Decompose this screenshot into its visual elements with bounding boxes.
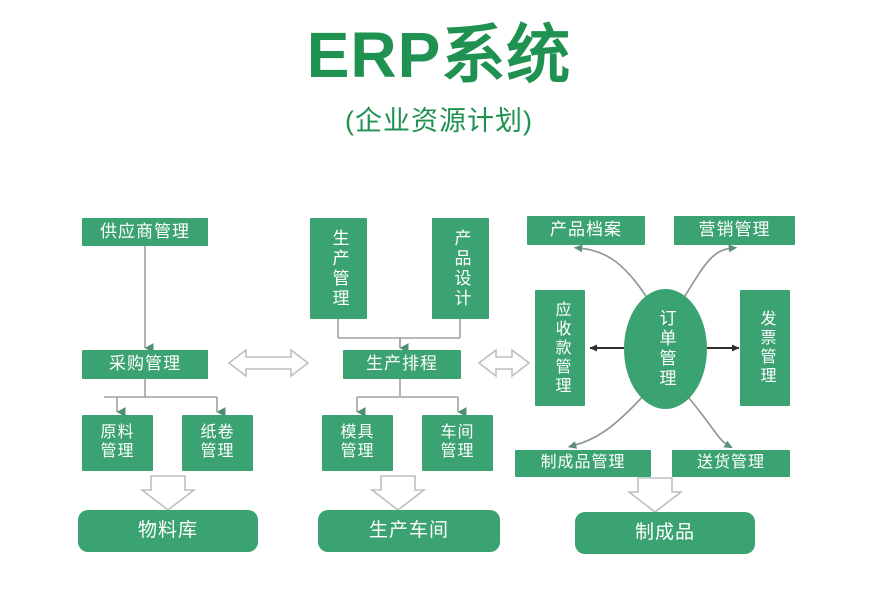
edge-schedule-split <box>357 379 458 398</box>
edge-purchase-split <box>104 379 217 398</box>
node-workshop-management[interactable]: 车间 管理 <box>422 415 493 471</box>
edge-prodmgmt-design-join <box>337 319 461 348</box>
node-purchase-management[interactable]: 采购管理 <box>82 350 208 379</box>
arrow-finished-to-goods-block <box>626 477 684 514</box>
node-product-archive[interactable]: 产品档案 <box>527 216 645 245</box>
arrow-schedule-receivable-double <box>477 348 531 378</box>
node-supplier-management[interactable]: 供应商管理 <box>82 218 208 246</box>
edge-order-to-delivery <box>683 391 733 449</box>
edge-order-to-archive <box>573 244 652 305</box>
node-raw-material-management[interactable]: 原料 管理 <box>82 415 153 471</box>
edge-order-to-marketing <box>679 244 738 305</box>
node-delivery-management[interactable]: 送货管理 <box>672 450 790 477</box>
node-production-schedule[interactable]: 生产排程 <box>343 350 461 379</box>
arrow-raw-to-warehouse-block <box>139 475 197 512</box>
node-production-workshop[interactable]: 生产车间 <box>318 510 500 552</box>
node-material-warehouse[interactable]: 物料库 <box>78 510 258 552</box>
node-marketing-management[interactable]: 营销管理 <box>674 216 795 245</box>
page-title: ERP系统 <box>306 19 572 91</box>
node-invoice-management[interactable]: 发票管理 <box>740 290 790 406</box>
title-block: ERP系统 (企业资源计划) <box>0 19 878 138</box>
page-subtitle: (企业资源计划) <box>345 106 533 137</box>
arrow-purchase-schedule-double <box>227 348 310 378</box>
node-mold-management[interactable]: 模具 管理 <box>322 415 393 471</box>
node-finished-goods-management[interactable]: 制成品管理 <box>515 450 651 477</box>
node-finished-goods[interactable]: 制成品 <box>575 512 755 554</box>
node-product-design[interactable]: 产品设计 <box>432 218 489 319</box>
node-production-management[interactable]: 生产管理 <box>310 218 367 319</box>
node-paper-roll-management[interactable]: 纸卷 管理 <box>182 415 253 471</box>
node-receivable-management[interactable]: 应收款管理 <box>535 290 585 406</box>
node-order-management[interactable]: 订单管理 <box>624 289 707 409</box>
arrow-mold-to-workshop-block <box>369 475 427 512</box>
